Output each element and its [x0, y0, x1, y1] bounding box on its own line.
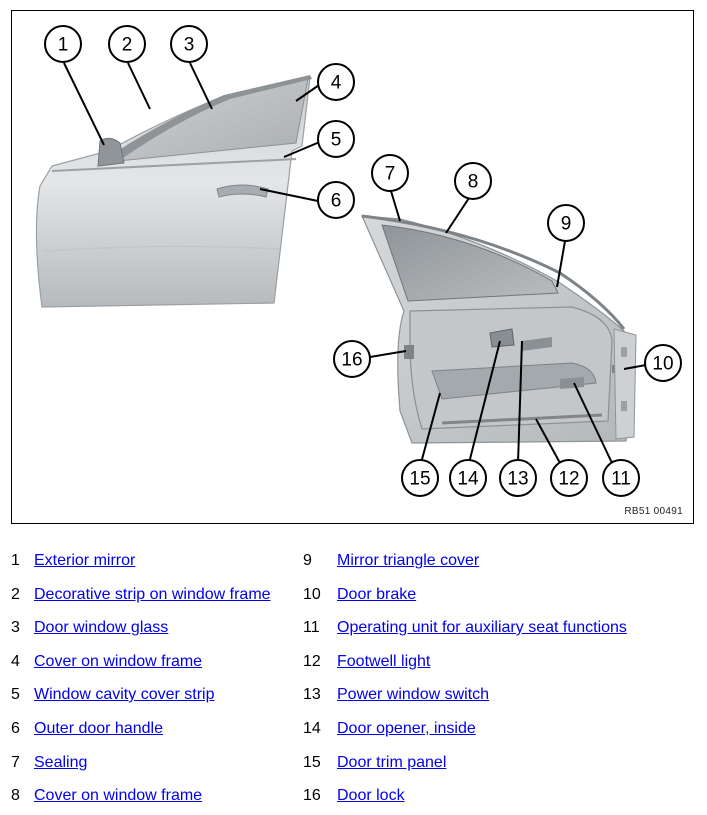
callout-number: 12 — [558, 469, 579, 490]
legend-number: 13 — [303, 686, 321, 703]
legend-number: 11 — [303, 619, 320, 636]
callout-number: 10 — [652, 354, 673, 375]
legend-number: 8 — [11, 787, 20, 804]
legend-link-door-brake[interactable]: Door brake — [337, 586, 417, 603]
legend-number: 12 — [303, 653, 321, 670]
outer-door-handle-shape — [216, 184, 269, 198]
legend-number: 2 — [11, 586, 20, 603]
callout-circle-12: 12 — [550, 459, 588, 497]
legend-link-door-opener-inside[interactable]: Door opener, inside — [337, 720, 476, 737]
callout-circle-16: 16 — [333, 340, 371, 378]
callout-circle-2: 2 — [108, 25, 146, 63]
legend-number: 10 — [303, 586, 321, 603]
callout-number: 11 — [611, 469, 631, 490]
callout-number: 8 — [468, 172, 479, 193]
legend-number: 5 — [11, 686, 20, 703]
legend-number: 16 — [303, 787, 321, 804]
legend-link-exterior-mirror[interactable]: Exterior mirror — [34, 552, 136, 569]
callout-circle-13: 13 — [499, 459, 537, 497]
door-diagram-figure: 1 2 3 4 5 6 7 8 — [11, 10, 694, 524]
outer-door — [35, 75, 312, 308]
legend-link-mirror-triangle-cover[interactable]: Mirror triangle cover — [337, 552, 480, 569]
legend-link-power-window-switch[interactable]: Power window switch — [337, 686, 490, 703]
callout-circle-10: 10 — [644, 344, 682, 382]
callout-number: 4 — [331, 73, 342, 94]
legend-link-outer-door-handle[interactable]: Outer door handle — [34, 720, 163, 737]
callout-number: 15 — [409, 469, 430, 490]
legend-link-cover-window-frame-2[interactable]: Cover on window frame — [34, 787, 203, 804]
callout-number: 1 — [58, 35, 69, 56]
legend-number: 6 — [11, 720, 20, 737]
inner-window-glass-shape — [381, 224, 559, 302]
leader-lines — [63, 62, 647, 464]
legend-number: 9 — [303, 552, 312, 569]
callout-circle-11: 11 — [602, 459, 640, 497]
legend-number: 4 — [11, 653, 20, 670]
legend-link-cover-window-frame[interactable]: Cover on window frame — [34, 653, 203, 670]
legend-number: 3 — [11, 619, 20, 636]
callout-circle-8: 8 — [454, 162, 492, 200]
legend-number: 15 — [303, 754, 321, 771]
legend-link-operating-unit[interactable]: Operating unit for auxiliary seat functi… — [337, 619, 627, 636]
callout-circle-7: 7 — [371, 154, 409, 192]
legend-number: 1 — [11, 552, 20, 569]
inner-door — [361, 214, 637, 444]
callout-circle-5: 5 — [317, 120, 355, 158]
legend-link-footwell-light[interactable]: Footwell light — [337, 653, 431, 670]
legend-link-door-lock[interactable]: Door lock — [337, 787, 405, 804]
callout-circle-15: 15 — [401, 459, 439, 497]
legend-link-door-window-glass[interactable]: Door window glass — [34, 619, 169, 636]
exterior-mirror-shape — [97, 137, 125, 167]
callout-circle-1: 1 — [44, 25, 82, 63]
callout-circle-14: 14 — [449, 459, 487, 497]
callout-circle-3: 3 — [170, 25, 208, 63]
callout-number: 3 — [184, 35, 195, 56]
figure-code: RB51 00491 — [624, 506, 683, 517]
callout-number: 13 — [507, 469, 528, 490]
legend-link-window-cavity-cover-strip[interactable]: Window cavity cover strip — [34, 686, 215, 703]
callout-circle-4: 4 — [317, 63, 355, 101]
callout-number: 6 — [331, 191, 342, 212]
legend-link-door-trim-panel[interactable]: Door trim panel — [337, 754, 447, 771]
callout-circle-6: 6 — [317, 181, 355, 219]
callout-number: 14 — [457, 469, 479, 490]
legend-number: 7 — [11, 754, 20, 771]
callout-circle-9: 9 — [547, 204, 585, 242]
legend-number: 14 — [303, 720, 321, 737]
door-illustration: 1 2 3 4 5 6 7 8 — [35, 25, 682, 497]
callout-number: 7 — [385, 164, 396, 185]
legend-link-sealing[interactable]: Sealing — [34, 754, 88, 771]
legend-link-decorative-strip[interactable]: Decorative strip on window frame — [34, 586, 271, 603]
callout-number: 9 — [561, 214, 572, 235]
callout-number: 5 — [331, 130, 342, 151]
callout-number: 16 — [341, 350, 362, 371]
callout-number: 2 — [122, 35, 133, 56]
